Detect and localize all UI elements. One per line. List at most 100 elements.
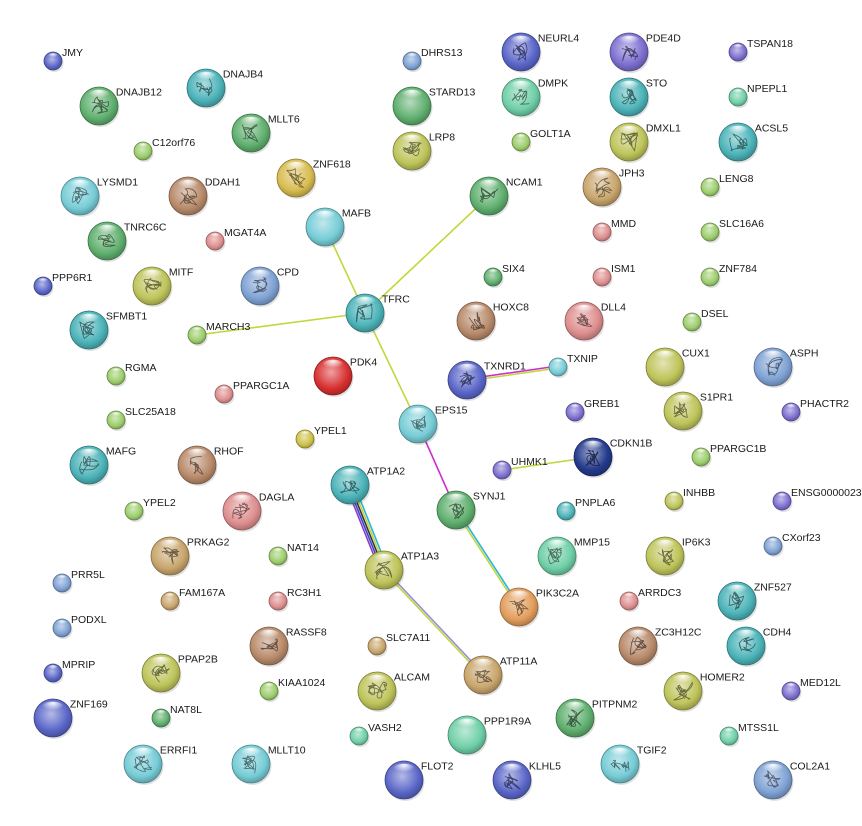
node-dhrs13[interactable]: DHRS13: [402, 47, 463, 72]
node-dnajb4[interactable]: DNAJB4: [186, 69, 263, 109]
node-pitpnm2[interactable]: PITPNM2: [555, 699, 637, 739]
node-stard13[interactable]: STARD13: [392, 87, 475, 127]
node-txnrd1[interactable]: TXNRD1: [447, 361, 526, 401]
node-golt1a[interactable]: GOLT1A: [511, 128, 571, 153]
node-mllt10[interactable]: MLLT10: [231, 745, 306, 785]
node-tnrc6c[interactable]: TNRC6C: [87, 222, 167, 262]
node-kiaa1024[interactable]: KIAA1024: [259, 677, 325, 702]
node-ppap2b[interactable]: PPAP2B: [141, 654, 218, 694]
node-neurl4[interactable]: NEURL4: [501, 33, 579, 73]
node-sto[interactable]: STO: [609, 78, 667, 118]
node-dmxl1[interactable]: DMXL1: [609, 123, 681, 163]
node-sfmbt1[interactable]: SFMBT1: [69, 311, 147, 351]
node-klhl5[interactable]: KLHL5: [492, 761, 561, 801]
node-acsl5[interactable]: ACSL5: [718, 123, 788, 163]
node-dnajb12[interactable]: DNAJB12: [79, 87, 162, 127]
node-jph3[interactable]: JPH3: [582, 168, 645, 208]
node-lrp8[interactable]: LRP8: [392, 132, 455, 172]
node-alcam[interactable]: ALCAM: [357, 672, 430, 712]
node-ncam1[interactable]: NCAM1: [469, 177, 543, 217]
node-pnpla6[interactable]: PNPLA6: [556, 497, 615, 522]
node-txnip[interactable]: TXNIP: [548, 353, 598, 378]
node-atp11a[interactable]: ATP11A: [463, 656, 537, 696]
node-ppp1r9a[interactable]: PPP1R9A: [447, 716, 531, 756]
node-mmp15[interactable]: MMP15: [537, 537, 610, 577]
node-greb1[interactable]: GREB1: [565, 398, 620, 423]
node-ppp6r1[interactable]: PPP6R1: [33, 272, 92, 297]
node-atp1a3[interactable]: ATP1A3: [364, 551, 439, 591]
node-znf169[interactable]: ZNF169: [33, 699, 108, 739]
node-c12orf76[interactable]: C12orf76: [133, 137, 195, 162]
node-hoxc8[interactable]: HOXC8: [456, 302, 529, 342]
node-mllt6[interactable]: MLLT6: [231, 114, 300, 154]
node-atp1a2[interactable]: ATP1A2: [330, 466, 405, 506]
node-ypel2[interactable]: YPEL2: [124, 497, 176, 522]
node-mtss1l[interactable]: MTSS1L: [719, 722, 779, 747]
node-tgif2[interactable]: TGIF2: [600, 745, 667, 785]
node-uhmk1[interactable]: UHMK1: [492, 456, 548, 481]
node-dll4[interactable]: DLL4: [564, 302, 626, 342]
node-med12l[interactable]: MED12L: [781, 677, 841, 702]
node-slc25a18[interactable]: SLC25A18: [106, 406, 176, 431]
node-tfrc[interactable]: TFRC: [345, 294, 410, 334]
node-eps15[interactable]: EPS15: [398, 405, 468, 445]
node-leng8[interactable]: LENG8: [700, 173, 754, 198]
node-cdh4[interactable]: CDH4: [726, 627, 792, 667]
node-phactr2[interactable]: PHACTR2: [781, 398, 849, 423]
node-ip6k3[interactable]: IP6K3: [645, 537, 711, 577]
node-cpd[interactable]: CPD: [240, 267, 299, 307]
node-cdkn1b[interactable]: CDKN1B: [573, 438, 652, 478]
node-prkag2[interactable]: PRKAG2: [150, 537, 230, 577]
node-mgat4a[interactable]: MGAT4A: [205, 227, 266, 252]
node-inhbb[interactable]: INHBB: [664, 487, 715, 512]
node-slc16a6[interactable]: SLC16A6: [700, 218, 764, 243]
node-ensg[interactable]: ENSG0000023: [772, 487, 862, 512]
node-prr5l[interactable]: PRR5L: [52, 569, 105, 594]
node-zc3h12c[interactable]: ZC3H12C: [618, 627, 702, 667]
node-pdk4[interactable]: PDK4: [313, 357, 377, 397]
node-dagla[interactable]: DAGLA: [222, 492, 294, 532]
node-col2a1[interactable]: COL2A1: [753, 761, 830, 801]
node-rgma[interactable]: RGMA: [106, 362, 157, 387]
node-ddah1[interactable]: DDAH1: [168, 177, 241, 217]
node-slc7a11[interactable]: SLC7A11: [367, 632, 430, 657]
node-ppargc1a[interactable]: PPARGC1A: [214, 380, 289, 405]
node-dsel[interactable]: DSEL: [682, 308, 729, 333]
node-arrdc3[interactable]: ARRDC3: [619, 587, 681, 612]
node-vash2[interactable]: VASH2: [349, 722, 402, 747]
node-mprip[interactable]: MPRIP: [43, 659, 95, 684]
node-jmy[interactable]: JMY: [43, 47, 83, 72]
node-znf527[interactable]: ZNF527: [717, 582, 792, 622]
node-asph[interactable]: ASPH: [753, 348, 818, 388]
node-znf618[interactable]: ZNF618: [276, 159, 351, 199]
node-lysmd1[interactable]: LYSMD1: [60, 177, 138, 217]
node-fam167a[interactable]: FAM167A: [160, 587, 225, 612]
node-ism1[interactable]: ISM1: [592, 263, 636, 288]
node-pik3c2a[interactable]: PIK3C2A: [499, 588, 579, 628]
node-nat14[interactable]: NAT14: [268, 542, 319, 567]
node-s1pr1[interactable]: S1PR1: [663, 392, 733, 432]
node-nat8l[interactable]: NAT8L: [151, 704, 202, 729]
node-pde4d[interactable]: PDE4D: [609, 33, 681, 73]
node-ypel1[interactable]: YPEL1: [295, 425, 347, 450]
node-znf784[interactable]: ZNF784: [700, 263, 757, 288]
node-march3[interactable]: MARCH3: [187, 321, 251, 346]
node-rassf8[interactable]: RASSF8: [249, 627, 327, 667]
node-ppargc1b[interactable]: PPARGC1B: [691, 443, 766, 468]
node-cux1[interactable]: CUX1: [645, 348, 710, 388]
node-mafb[interactable]: MAFB: [305, 208, 371, 248]
node-npepl1[interactable]: NPEPL1: [728, 83, 787, 108]
node-mitf[interactable]: MITF: [132, 267, 193, 307]
node-homer2[interactable]: HOMER2: [663, 672, 745, 712]
node-six4[interactable]: SIX4: [483, 263, 525, 288]
node-mafg[interactable]: MAFG: [69, 446, 136, 486]
node-rhof[interactable]: RHOF: [177, 446, 244, 486]
node-podxl[interactable]: PODXL: [52, 614, 107, 639]
node-rc3h1[interactable]: RC3H1: [268, 587, 322, 612]
node-cxorf23[interactable]: CXorf23: [763, 532, 821, 557]
node-dmpk[interactable]: DMPK: [501, 78, 568, 118]
node-mmd[interactable]: MMD: [592, 218, 637, 243]
node-flot2[interactable]: FLOT2: [384, 761, 454, 801]
node-tspan18[interactable]: TSPAN18: [728, 38, 793, 63]
node-synj1[interactable]: SYNJ1: [436, 491, 506, 531]
